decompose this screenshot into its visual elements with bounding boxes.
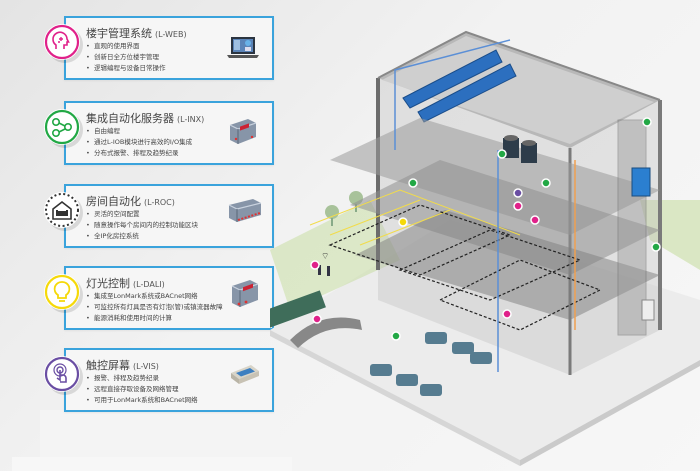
feature-item: 随意操作每个房间内的控制功能区块 bbox=[86, 220, 198, 231]
parking-cars bbox=[370, 332, 492, 396]
feature-item: 灵活的空间配置 bbox=[86, 209, 198, 220]
marker-magenta bbox=[530, 215, 540, 225]
feature-item: 远程直接存取设备及网络管理 bbox=[86, 384, 198, 395]
feature-item: 创新日全方位楼宇管理 bbox=[86, 52, 166, 63]
feature-list: 报警、排程及趋势纪录 远程直接存取设备及网络管理 可用于LonMark系统和BA… bbox=[86, 373, 198, 406]
marker-green bbox=[408, 178, 418, 188]
feature-item: 通过L-IOB模块进行高效的I/O集成 bbox=[86, 137, 192, 148]
card-l-web[interactable]: 楼宇管理系统(L-WEB) 直观的使用界面 创新日全方位楼宇管理 逻辑编程与设备… bbox=[44, 16, 274, 80]
feature-item: 可监控所有灯具是否有灯泡(管)或镇流器故障 bbox=[86, 302, 223, 313]
feature-item: 集成至LonMark系统或BACnet网络 bbox=[86, 291, 223, 302]
feature-list: 灵活的空间配置 随意操作每个房间内的控制功能区块 全IP化房控系统 bbox=[86, 209, 198, 242]
card-l-roc[interactable]: 房间自动化(L-ROC) 灵活的空间配置 随意操作每个房间内的控制功能区块 全I… bbox=[44, 184, 274, 248]
marker-magenta bbox=[312, 314, 322, 324]
marker-purple bbox=[513, 188, 523, 198]
feature-item: 分布式报警、排程及趋势纪录 bbox=[86, 148, 192, 159]
zone-boundaries bbox=[328, 204, 602, 331]
elevator-shaft bbox=[617, 119, 655, 336]
touch-panel-icon bbox=[230, 364, 260, 394]
feature-item: 自由编程 bbox=[86, 126, 192, 137]
feature-list: 集成至LonMark系统或BACnet网络 可监控所有灯具是否有灯泡(管)或镇流… bbox=[86, 291, 223, 324]
feature-item: 能源消耗和使用时间的计算 bbox=[86, 313, 223, 324]
reception-desk bbox=[290, 317, 362, 348]
solar-panels bbox=[402, 49, 517, 123]
feature-item: 报警、排程及趋势纪录 bbox=[86, 373, 198, 384]
card-title: 灯光控制(L-DALI) bbox=[86, 277, 165, 290]
marker-magenta bbox=[310, 260, 320, 270]
card-title: 触控屏幕(L-VIS) bbox=[86, 359, 159, 372]
card-title: 集成自动化服务器(L-INX) bbox=[86, 112, 205, 125]
hvac-pipe bbox=[394, 39, 511, 150]
feature-list: 直观的使用界面 创新日全方位楼宇管理 逻辑编程与设备日常操作 bbox=[86, 41, 166, 74]
marker-yellow bbox=[398, 217, 408, 227]
marker-green bbox=[391, 331, 401, 341]
card-l-vis[interactable]: 触控屏幕(L-VIS) 报警、排程及趋势纪录 远程直接存取设备及网络管理 可用于… bbox=[44, 348, 274, 412]
light-beam bbox=[640, 200, 700, 270]
marker-magenta bbox=[513, 201, 523, 211]
lighting-circuit bbox=[309, 189, 521, 246]
floor-slabs bbox=[330, 118, 660, 320]
laptop-icon bbox=[226, 36, 260, 64]
room-sofa-icon bbox=[44, 192, 80, 228]
marker-magenta bbox=[502, 309, 512, 319]
feature-item: 可用于LonMark系统和BACnet网络 bbox=[86, 395, 198, 406]
server-module-icon bbox=[228, 117, 258, 151]
feature-item: 逻辑编程与设备日常操作 bbox=[86, 63, 166, 74]
head-gear-icon bbox=[44, 24, 80, 60]
card-title: 房间自动化(L-ROC) bbox=[86, 195, 175, 208]
marker-green bbox=[642, 117, 652, 127]
room-controller-icon bbox=[228, 198, 262, 230]
card-l-dali[interactable]: 灯光控制(L-DALI) 集成至LonMark系统或BACnet网络 可监控所有… bbox=[44, 266, 274, 330]
feature-item: 直观的使用界面 bbox=[86, 41, 166, 52]
lawn bbox=[270, 200, 400, 310]
background-step bbox=[12, 457, 292, 471]
smart-building-illustration: ⌔ bbox=[263, 0, 700, 471]
network-nodes-icon bbox=[44, 109, 80, 145]
card-l-inx[interactable]: 集成自动化服务器(L-INX) 自由编程 通过L-IOB模块进行高效的I/O集成… bbox=[44, 101, 274, 165]
people-wifi: ⌔ bbox=[318, 252, 330, 276]
light-bulb-icon bbox=[44, 274, 80, 310]
status-markers bbox=[310, 117, 661, 341]
feature-item: 全IP化房控系统 bbox=[86, 231, 198, 242]
hvac-chiller bbox=[503, 135, 537, 163]
card-title: 楼宇管理系统(L-WEB) bbox=[86, 27, 187, 40]
dali-controller-icon bbox=[230, 278, 260, 314]
svg-text:⌔: ⌔ bbox=[321, 252, 329, 262]
marker-green bbox=[497, 149, 507, 159]
marker-green bbox=[651, 242, 661, 252]
video-wall bbox=[263, 290, 326, 328]
feature-list: 自由编程 通过L-IOB模块进行高效的I/O集成 分布式报警、排程及趋势纪录 bbox=[86, 126, 192, 159]
touch-hand-icon bbox=[44, 356, 80, 392]
marker-green bbox=[541, 178, 551, 188]
